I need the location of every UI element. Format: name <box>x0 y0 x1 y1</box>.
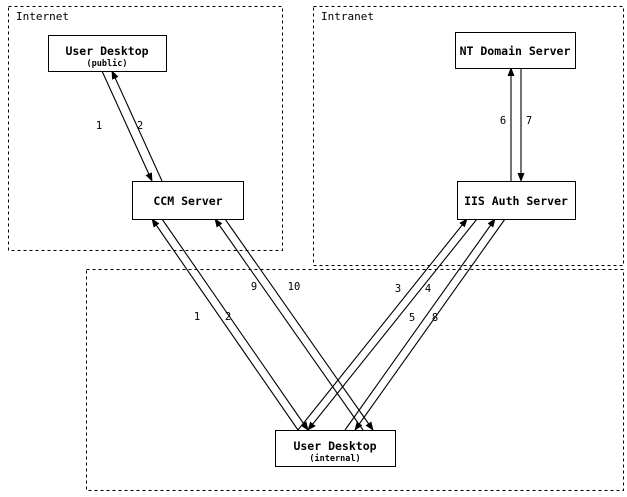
flow-step-label-5: 5 <box>409 312 415 324</box>
flow-line-step-5 <box>344 218 496 431</box>
node-iis-auth-server[interactable]: IIS Auth Server <box>456 180 577 221</box>
flow-group-iis-internal-58: 5 8 <box>344 218 506 431</box>
node-label-iis-auth-server: IIS Auth Server <box>464 194 568 208</box>
flow-step-label-1-internal: 1 <box>194 311 200 323</box>
flow-line-step-8 <box>354 218 506 431</box>
node-box-user-desktop-public[interactable] <box>47 34 168 73</box>
node-box-user-desktop-internal[interactable] <box>274 429 397 468</box>
flow-step-label-6: 6 <box>500 115 506 127</box>
flow-line-step-1-internal <box>151 218 299 431</box>
node-box-nt-domain-server[interactable] <box>454 31 577 70</box>
flow-step-label-2-public: 2 <box>137 120 143 132</box>
node-box-ccm-server[interactable] <box>131 180 245 221</box>
flow-step-label-10: 10 <box>288 281 301 293</box>
node-box-iis-auth-server[interactable] <box>456 180 577 221</box>
node-sublabel-user-desktop-public: (public) <box>87 58 128 69</box>
flow-line-step-2-public <box>111 70 163 182</box>
zone-intranet-label: Intranet <box>321 10 374 23</box>
node-label-user-desktop-internal: User Desktop <box>293 439 376 453</box>
flow-step-label-3: 3 <box>395 283 401 295</box>
flow-line-step-4 <box>307 218 478 431</box>
flow-group-ccm-internal-12: 1 2 <box>151 218 309 431</box>
flow-group-iis-internal-34: 3 4 <box>297 218 478 431</box>
flow-step-label-8: 8 <box>432 312 438 324</box>
flow-group-ccm-internal-910: 9 10 <box>214 218 374 431</box>
zone-intranet-boundary <box>313 6 624 266</box>
flow-step-label-1-public: 1 <box>96 120 102 132</box>
flow-step-label-7: 7 <box>526 115 532 127</box>
flow-step-label-2-internal: 2 <box>225 311 231 323</box>
zone-group: Internet Intranet <box>8 6 624 491</box>
flow-group-iis-nt: 6 7 <box>500 67 532 182</box>
zone-internal-boundary <box>86 269 624 491</box>
flow-line-step-10 <box>224 218 374 431</box>
node-user-desktop-internal[interactable]: User Desktop (internal) <box>274 429 397 468</box>
flow-line-step-1-public <box>101 70 153 182</box>
flow-line-step-2-internal <box>161 218 309 431</box>
zone-internet-boundary <box>8 6 283 251</box>
flow-step-label-9: 9 <box>251 281 257 293</box>
node-nt-domain-server[interactable]: NT Domain Server <box>454 31 577 70</box>
node-label-nt-domain-server: NT Domain Server <box>460 44 571 58</box>
zone-internet-label: Internet <box>16 10 69 23</box>
node-sublabel-user-desktop-internal: (internal) <box>309 453 360 464</box>
flow-group-public-ccm: 1 2 <box>96 70 163 182</box>
flow-line-step-9 <box>214 218 364 431</box>
node-label-ccm-server: CCM Server <box>153 194 222 208</box>
node-label-user-desktop-public: User Desktop <box>65 44 148 58</box>
flow-line-step-3 <box>297 218 468 431</box>
flow-step-label-4: 4 <box>425 283 431 295</box>
node-ccm-server[interactable]: CCM Server <box>131 180 245 221</box>
node-user-desktop-public[interactable]: User Desktop (public) <box>47 34 168 73</box>
